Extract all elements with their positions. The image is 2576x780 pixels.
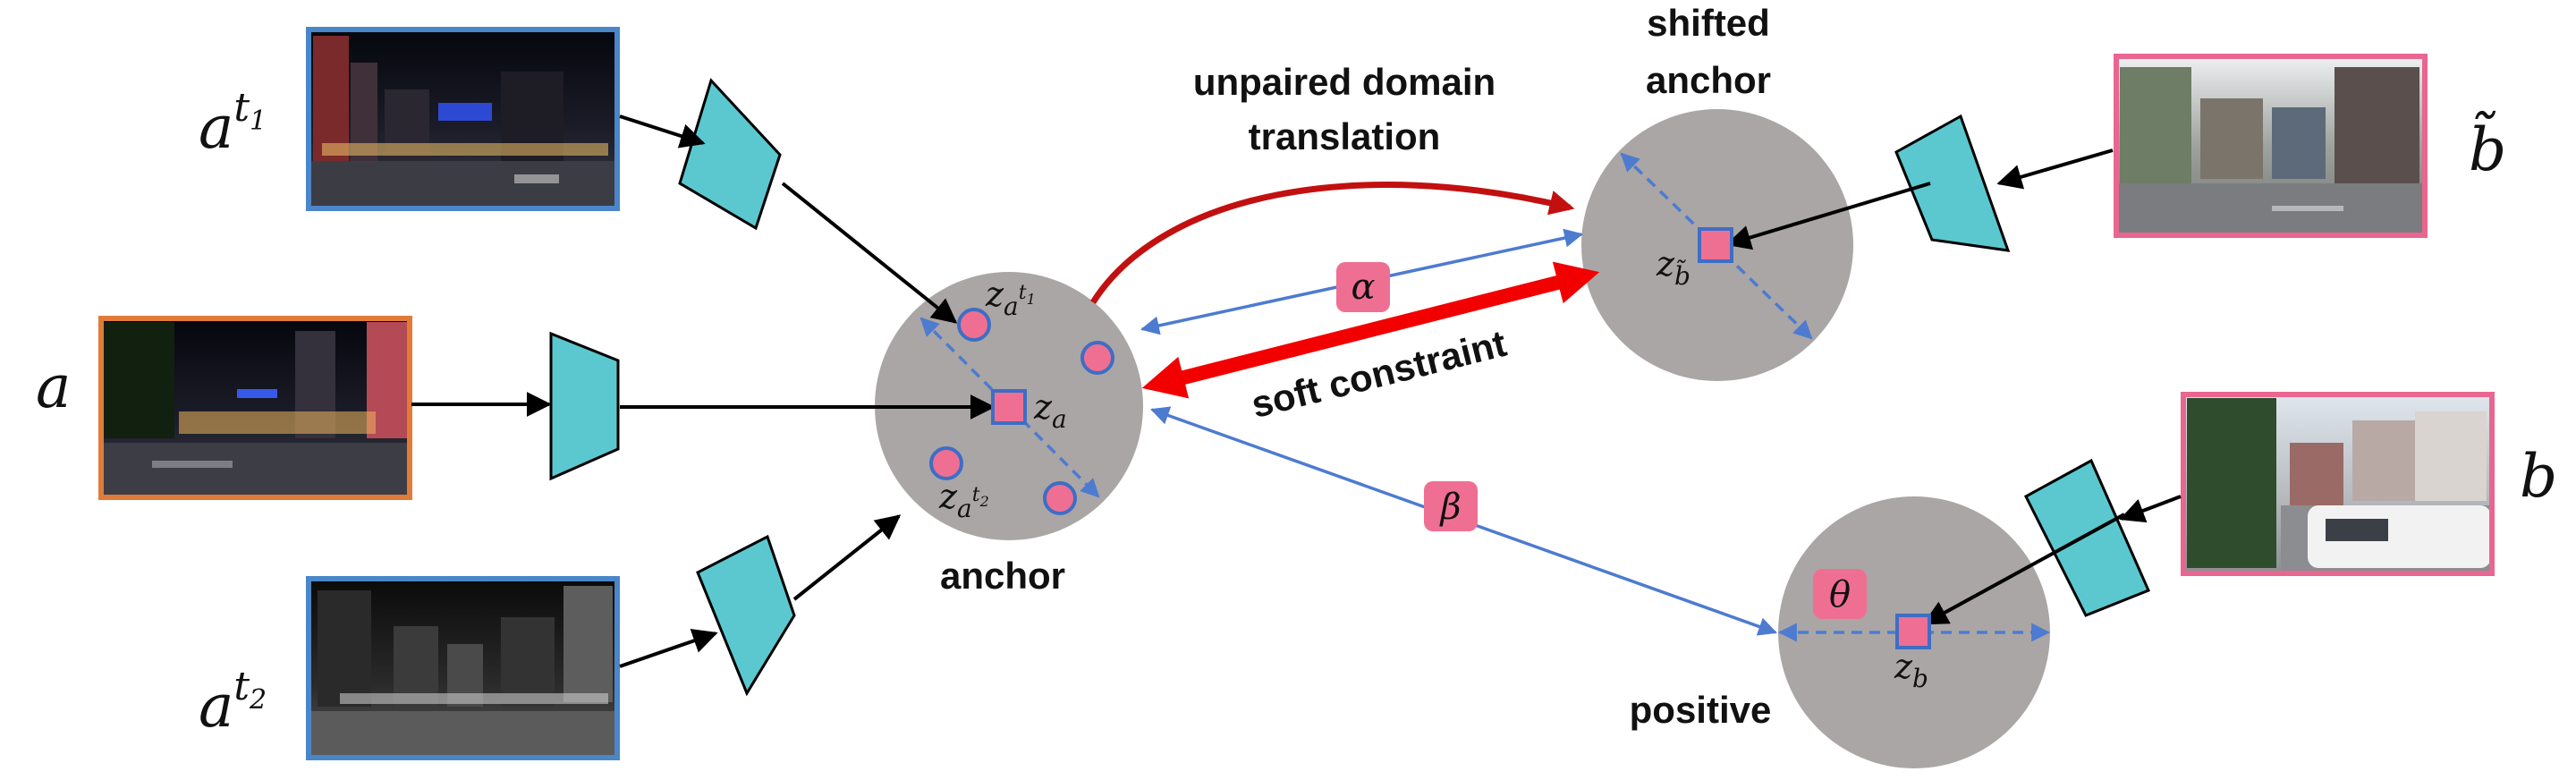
positive-label: positive (1630, 689, 1772, 731)
image-a-t1 (306, 27, 620, 211)
embedding-points (929, 227, 1931, 649)
image-b (2181, 392, 2495, 576)
svg-text:anchor: anchor (1646, 59, 1771, 101)
badge-theta: θ (1813, 569, 1867, 619)
svg-text:unpaired domain: unpaired domain (1193, 61, 1496, 103)
point-z-b (1895, 614, 1931, 649)
domain-translation-label: unpaired domain translation (1193, 61, 1496, 157)
svg-text:β: β (1438, 487, 1461, 528)
label-z-a-t1: zat1 (985, 275, 1036, 321)
svg-text:α: α (1351, 267, 1375, 308)
label-a-t2: at2 (199, 664, 267, 741)
svg-text:translation: translation (1249, 115, 1441, 157)
label-z-b-tilde: zb̃ (1656, 244, 1690, 291)
input-arrows (411, 114, 2182, 668)
soft-constraint-arrow (1141, 261, 1600, 399)
badge-beta: β (1424, 481, 1478, 531)
point-z-a (991, 389, 1027, 425)
point-extra-1 (1080, 341, 1114, 375)
anchor-label: anchor (940, 555, 1065, 597)
label-b-tilde: b̃ (2469, 111, 2506, 184)
soft-constraint-label: soft constraint (1247, 322, 1510, 426)
point-extra-2 (1043, 481, 1077, 515)
shifted-anchor-label: shifted anchor (1646, 2, 1771, 101)
point-z-b-tilde (1698, 227, 1733, 263)
image-b-tilde (2114, 54, 2428, 238)
encoder-icon (549, 78, 2150, 697)
image-a-t2 (306, 576, 620, 760)
label-a-t1: at1 (199, 85, 267, 162)
label-b: b (2520, 442, 2557, 511)
point-z-a-t2 (929, 446, 963, 480)
svg-text:θ: θ (1829, 574, 1851, 615)
label-z-b: zb (1894, 647, 1928, 693)
label-z-a: za (1033, 387, 1067, 434)
point-z-a-t1 (957, 308, 991, 342)
badge-alpha: α (1336, 262, 1390, 312)
domain-translation-arrow (1090, 182, 1575, 304)
image-a (98, 316, 412, 500)
label-a: a (36, 352, 71, 421)
svg-text:shifted: shifted (1647, 2, 1770, 44)
label-z-a-t2: zat2 (938, 477, 989, 523)
